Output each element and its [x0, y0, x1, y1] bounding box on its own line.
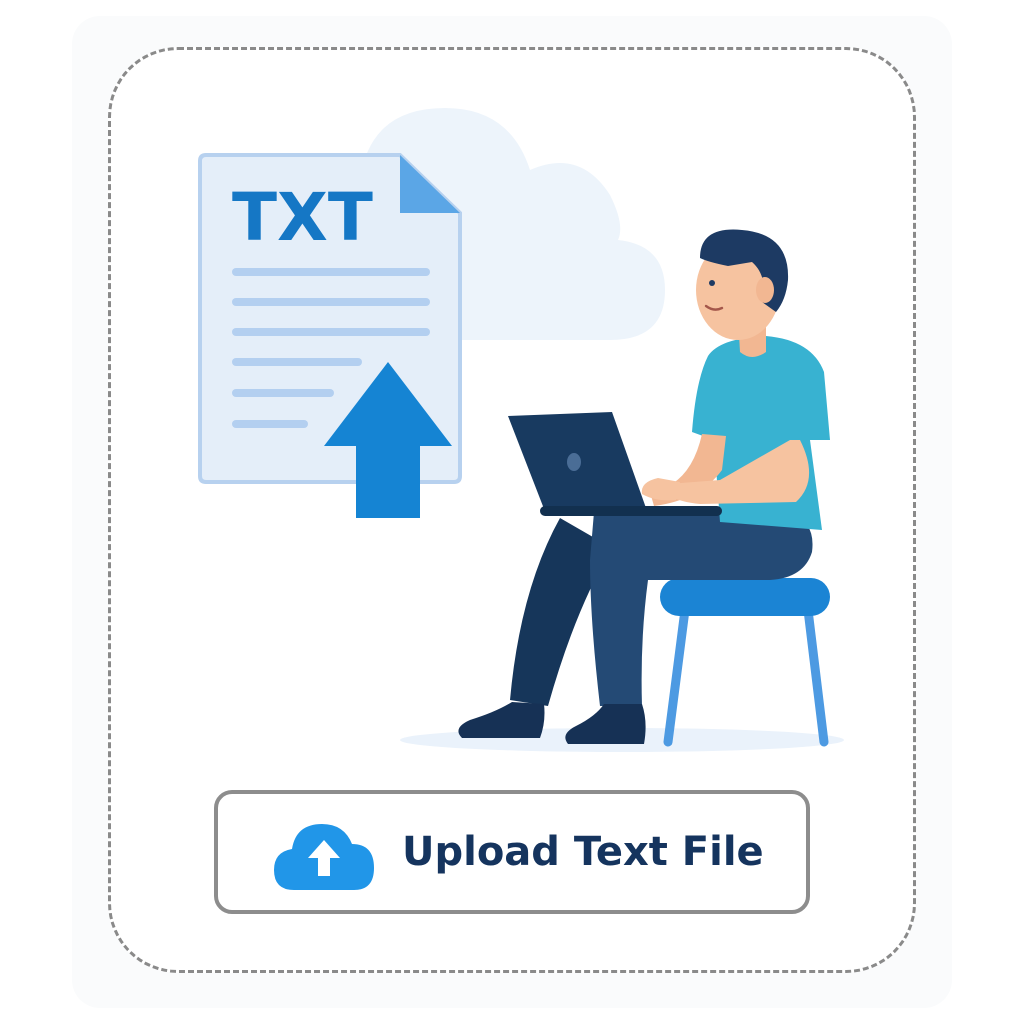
chair-icon — [660, 578, 830, 747]
txt-document-icon: TXT — [198, 153, 462, 518]
laptop-icon — [508, 412, 722, 516]
upload-text-file-button[interactable]: Upload Text File — [214, 790, 810, 914]
document-type-label: TXT — [232, 179, 373, 256]
person-illustration — [400, 229, 844, 752]
upload-button-label: Upload Text File — [402, 829, 764, 875]
cloud-upload-icon — [274, 824, 374, 890]
document-text-lines — [232, 268, 430, 428]
upload-arrow-icon — [324, 362, 452, 518]
